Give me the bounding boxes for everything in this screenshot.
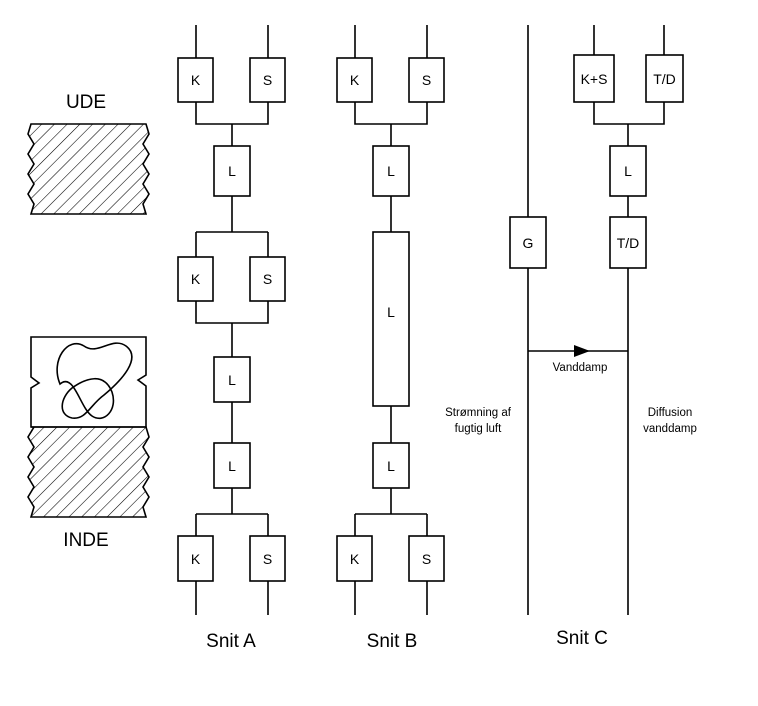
inside-label: INDE [63, 530, 108, 551]
a-l1-box [213, 145, 251, 197]
section-a: K S L K S L L K S Snit A [177, 25, 286, 652]
a-top-k-box [177, 57, 214, 103]
insulation-layer [30, 336, 147, 428]
a-bot-s-box [249, 535, 286, 582]
a-l2-label: L [228, 372, 236, 388]
a-l3-label: L [228, 458, 236, 474]
diffusion-label-line1: Diffusion [648, 407, 693, 419]
c-top-td-label: T/D [653, 71, 676, 87]
section-a-title: Snit A [206, 631, 256, 652]
a-bot-k-box [177, 535, 214, 582]
b-bot-s-box [408, 535, 445, 582]
a-l3-box [213, 442, 251, 489]
a-bot-s-label: S [263, 551, 272, 567]
section-c-title: Snit C [556, 628, 608, 649]
c-top-ks-label: K+S [581, 71, 608, 87]
a-l2-box [213, 356, 251, 403]
b-l2-box [372, 442, 410, 489]
a-mid-k-label: K [191, 271, 201, 287]
section-c: K+S T/D L G T/D Vanddamp Strømning af fu… [445, 25, 697, 649]
a-top-s-label: S [263, 72, 272, 88]
c-g-box [509, 216, 547, 269]
a-l1-label: L [228, 163, 236, 179]
c-td-box [609, 216, 647, 269]
section-b-title: Snit B [367, 631, 418, 652]
c-td-label: T/D [617, 235, 640, 251]
c-g-label: G [523, 235, 534, 251]
inner-lining-layer [27, 426, 150, 518]
b-top-k-label: K [350, 72, 360, 88]
wall-cross-section: UDE INDE [27, 92, 150, 551]
flow-label-line1: Strømning af [445, 407, 512, 419]
a-mid-k-box [177, 256, 214, 302]
diffusion-label-line2: vanddamp [643, 423, 697, 435]
b-l-long-box [372, 231, 410, 407]
outer-cladding-layer [27, 123, 150, 215]
c-l-box [609, 145, 647, 197]
b-top-s-label: S [422, 72, 431, 88]
b-top-k-box [336, 57, 373, 103]
vapor-label: Vanddamp [553, 362, 608, 374]
flow-label-line2: fugtig luft [455, 423, 502, 435]
a-mid-s-label: S [263, 271, 272, 287]
b-top-s-box [408, 57, 445, 103]
a-mid-s-box [249, 256, 286, 302]
c-top-td-box [645, 54, 684, 103]
b-bot-s-label: S [422, 551, 431, 567]
b-l2-label: L [387, 458, 395, 474]
c-l-label: L [624, 163, 632, 179]
b-l-long-label: L [387, 304, 395, 320]
b-bot-k-box [336, 535, 373, 582]
section-b: K S L L L K S Snit B [336, 25, 445, 652]
c-top-ks-box [573, 54, 615, 103]
a-bot-k-label: K [191, 551, 201, 567]
a-top-k-label: K [191, 72, 201, 88]
b-bot-k-label: K [350, 551, 360, 567]
a-top-s-box [249, 57, 286, 103]
outside-label: UDE [66, 92, 106, 113]
vapor-arrow-icon [574, 345, 590, 357]
b-l1-label: L [387, 163, 395, 179]
b-l1-box [372, 145, 410, 197]
